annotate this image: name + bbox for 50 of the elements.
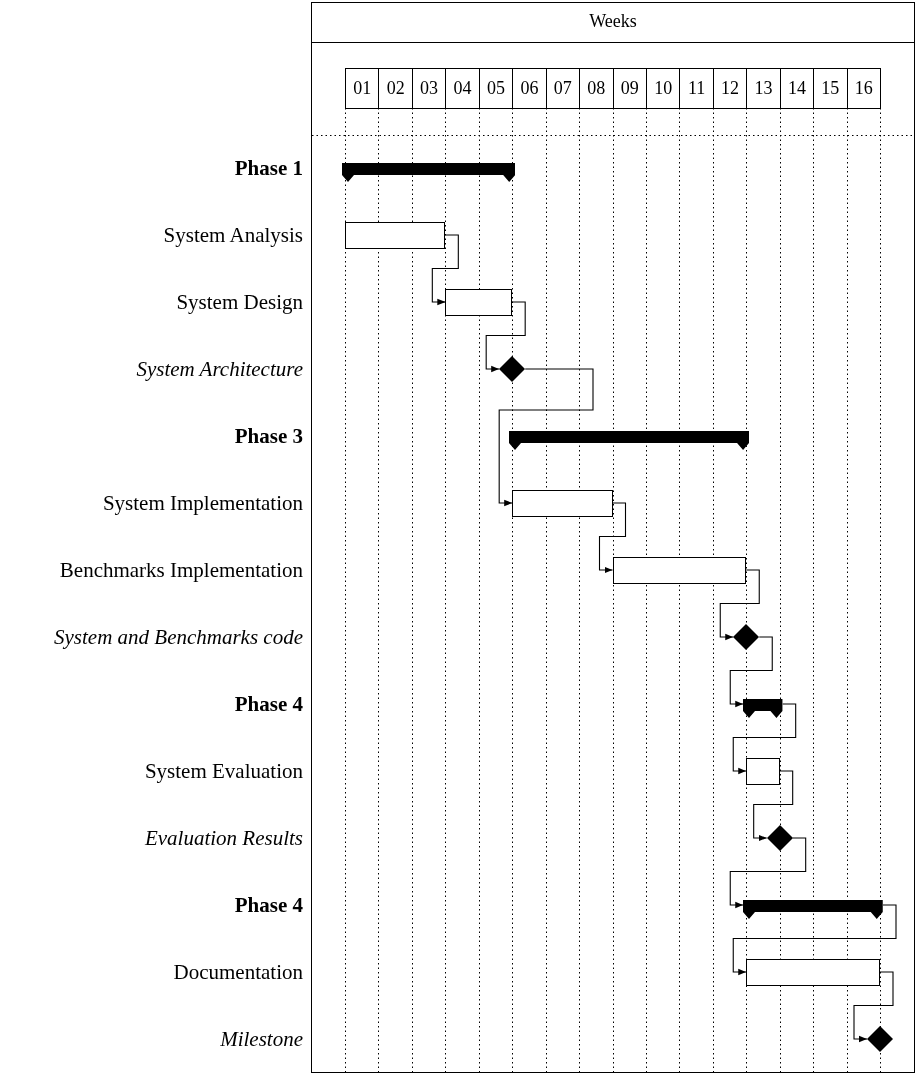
row-label: Benchmarks Implementation	[59, 558, 303, 582]
week-cell: 13	[746, 68, 781, 109]
week-cell: 16	[846, 68, 881, 109]
week-cell: 09	[612, 68, 647, 109]
row-label: System and Benchmarks code	[54, 625, 303, 649]
dependency-arrow	[498, 368, 594, 507]
task-bar	[512, 489, 613, 517]
dependency-arrow	[719, 569, 760, 641]
row-label: System Analysis	[163, 223, 303, 247]
task-bar	[746, 958, 880, 986]
week-cell: 04	[445, 68, 480, 109]
week-cell: 11	[679, 68, 714, 109]
dependency-arrow	[732, 703, 797, 775]
dependency-arrow	[729, 636, 773, 708]
phase-bar	[743, 699, 783, 718]
phase-bar	[342, 163, 516, 182]
row-label: Evaluation Results	[144, 826, 303, 850]
week-cell: 15	[813, 68, 848, 109]
week-cell: 08	[579, 68, 614, 109]
dependency-arrow	[729, 837, 807, 909]
milestone-diamond	[867, 1026, 893, 1052]
week-cell: 02	[378, 68, 413, 109]
dependency-arrow	[431, 234, 459, 306]
dependency-arrow	[732, 904, 897, 976]
phase-bar	[509, 431, 750, 450]
task-bar	[445, 288, 513, 316]
row-label: Phase 4	[234, 893, 303, 917]
row-label: System Evaluation	[144, 759, 303, 783]
task-bar	[345, 221, 446, 249]
row-label: Documentation	[173, 960, 303, 984]
dependency-arrow	[753, 770, 794, 842]
task-bar	[746, 757, 780, 785]
week-cell: 01	[345, 68, 380, 109]
task-bar	[612, 556, 747, 584]
row-label: Phase 3	[234, 424, 303, 448]
week-cell: 06	[512, 68, 547, 109]
row-label: Phase 4	[234, 692, 303, 716]
phase-bar	[743, 900, 883, 919]
row-label: Milestone	[220, 1027, 303, 1051]
column-header: Weeks	[589, 10, 637, 33]
row-label: System Architecture	[136, 357, 303, 381]
milestone-diamond	[499, 356, 526, 382]
dependency-arrow	[485, 301, 526, 373]
row-label: System Implementation	[102, 491, 303, 515]
dependency-arrow	[853, 971, 894, 1043]
row-label: Phase 1	[234, 156, 303, 180]
milestone-diamond	[733, 624, 760, 650]
row-label: System Design	[176, 290, 303, 314]
milestone-diamond	[766, 825, 793, 851]
dependency-arrow	[598, 502, 627, 574]
